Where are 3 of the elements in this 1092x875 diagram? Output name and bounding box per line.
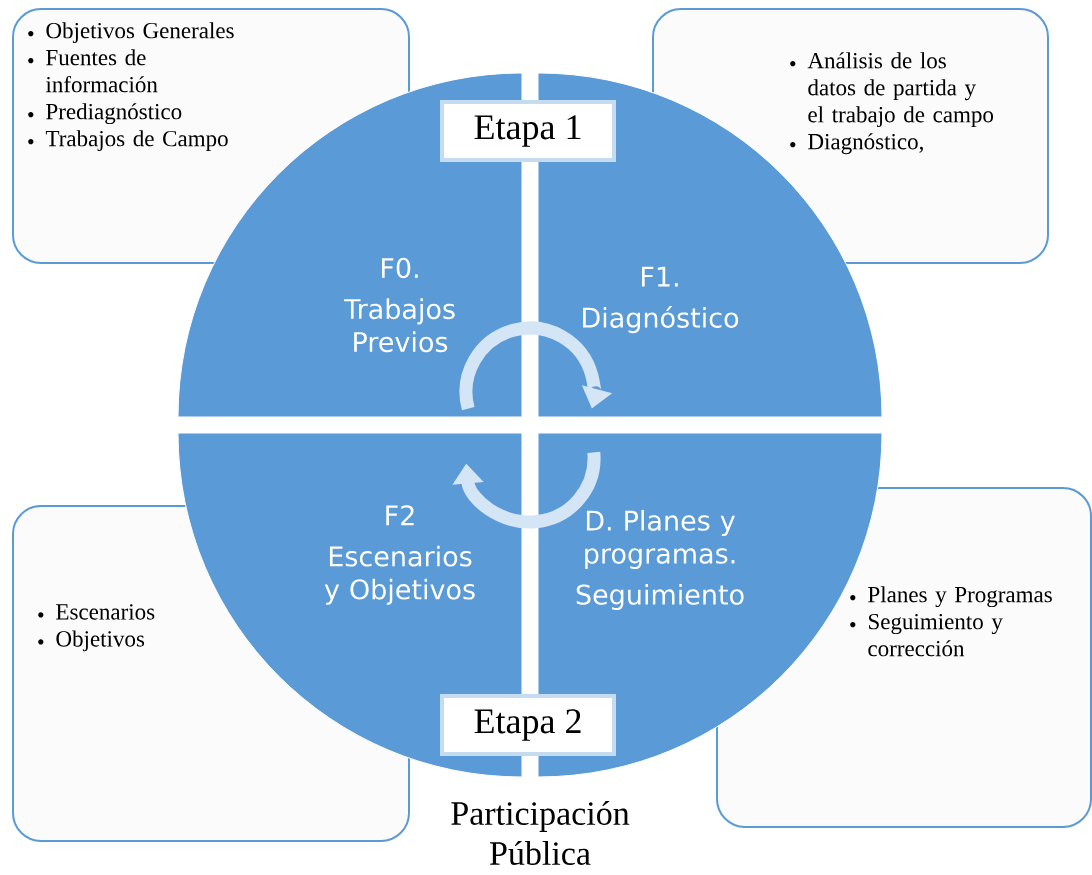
stage-label-box: Etapa 2 [440,694,616,756]
stage-label-box: Etapa 1 [440,100,616,162]
caption-text: Participación Pública [451,801,630,865]
